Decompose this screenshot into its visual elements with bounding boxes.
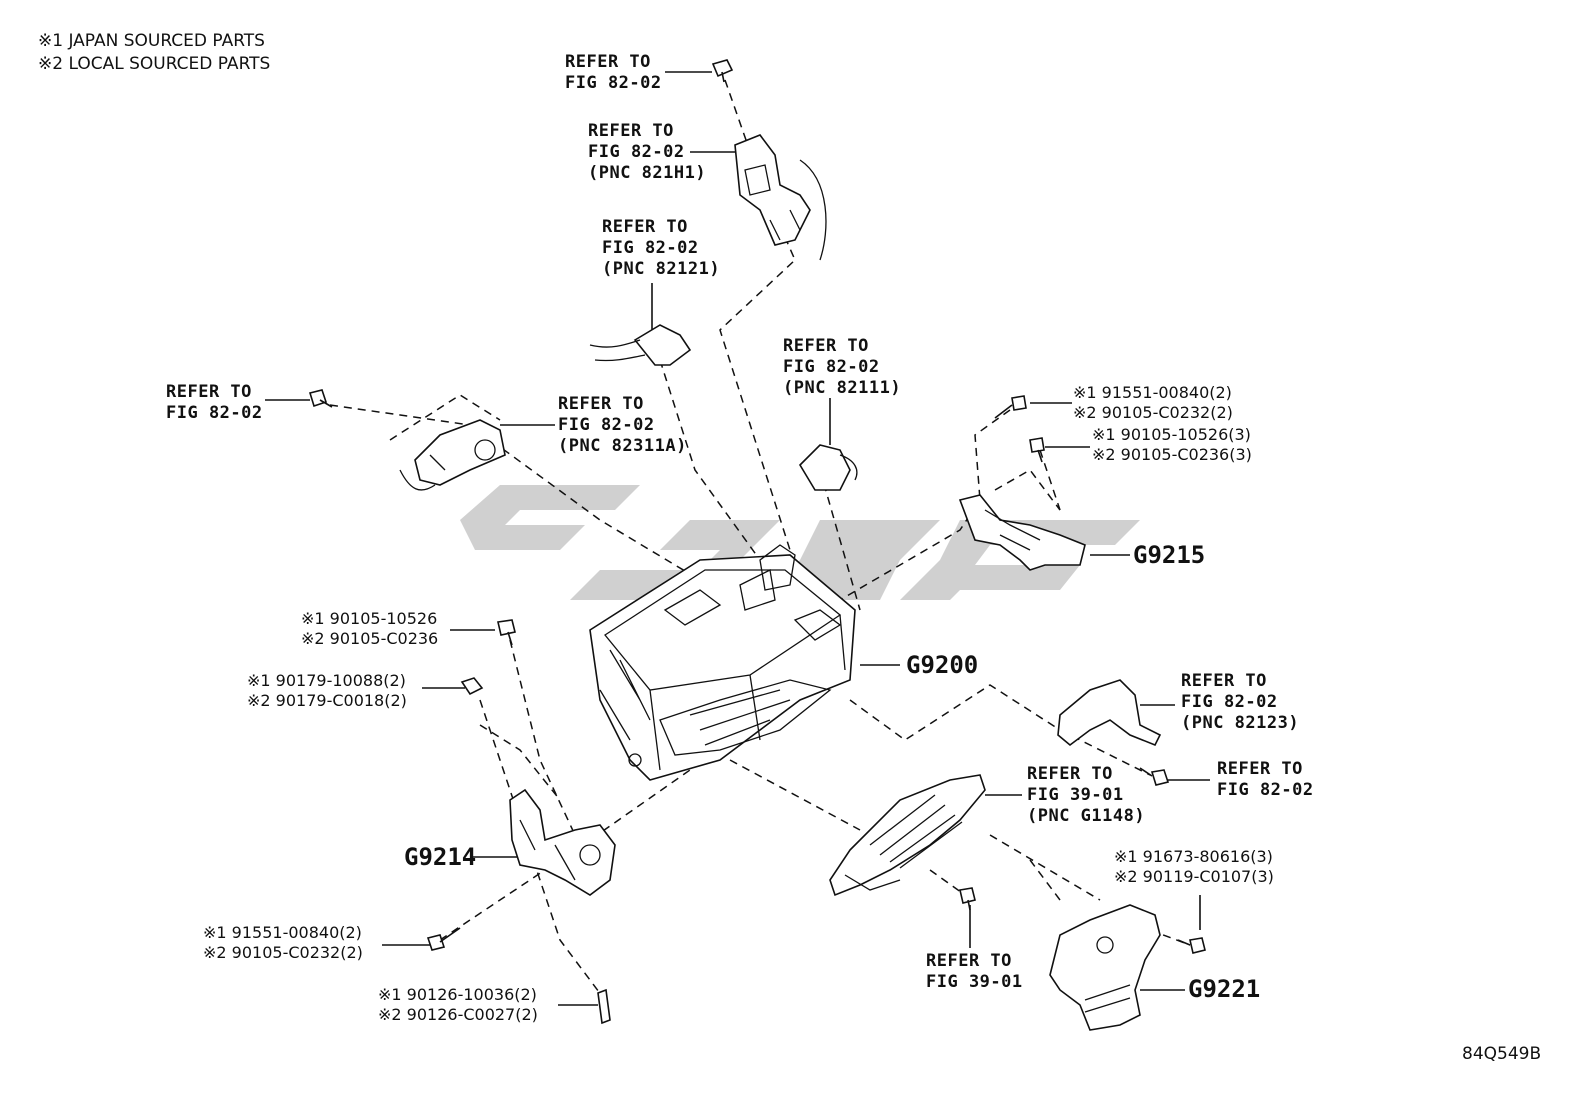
code-g9215: G9215 (1133, 541, 1205, 569)
callout-line: REFER TO (602, 217, 688, 237)
callout-top-bolt: REFER TO FIG 82-02 (565, 52, 662, 93)
partno-upper-right-b: ※1 90105-10526(3) ※2 90105-C0236(3) (1092, 425, 1252, 464)
callout-line: FIG 82-02 (166, 403, 263, 423)
partno-line: ※1 90105-10526(3) (1092, 425, 1251, 444)
callout-line: (PNC 82111) (783, 378, 901, 398)
partno-line: ※2 90105-C0232(2) (1073, 403, 1233, 422)
partno-line: ※2 90126-C0027(2) (378, 1005, 538, 1024)
callout-line: (PNC G1148) (1027, 806, 1145, 826)
figure-id: 84Q549B (1462, 1044, 1541, 1064)
callout-cover-g1148: REFER TO FIG 39-01 (PNC G1148) (1027, 764, 1145, 826)
bracket-82123 (1057, 679, 1162, 747)
callout-line: FIG 82-02 (588, 142, 685, 162)
callout-line: REFER TO (565, 52, 651, 72)
bracket-g9214 (509, 788, 616, 896)
bolt-upper-right-a (994, 395, 1027, 419)
callout-line: FIG 82-02 (1181, 692, 1278, 712)
callout-bracket-821h1: REFER TO FIG 82-02 (PNC 821H1) (588, 121, 706, 183)
bolt-right (1139, 767, 1170, 786)
partno-upper-right-a: ※1 91551-00840(2) ※2 90105-C0232(2) (1073, 383, 1233, 422)
callout-clamp-82111: REFER TO FIG 82-02 (PNC 82111) (783, 336, 901, 398)
callout-line: REFER TO (588, 121, 674, 141)
partno-line: ※1 90105-10526 (301, 609, 437, 628)
callout-right-bolt: REFER TO FIG 82-02 (1217, 759, 1314, 800)
bolt-top (711, 59, 734, 83)
callout-line: (PNC 821H1) (588, 163, 706, 183)
bolt-lower-left-a (426, 927, 461, 951)
partno-lower-left-a: ※1 91551-00840(2) ※2 90105-C0232(2) (203, 923, 363, 962)
callout-line: REFER TO (1027, 764, 1113, 784)
callout-line: FIG 39-01 (1027, 785, 1124, 805)
callout-left-bolt: REFER TO FIG 82-02 (166, 382, 263, 423)
bracket-821h1 (734, 134, 827, 261)
legend-japan-sourced: ※1 JAPAN SOURCED PARTS (38, 31, 265, 51)
partno-line: ※1 90179-10088(2) (247, 671, 406, 690)
partno-line: ※1 91673-80616(3) (1114, 847, 1273, 866)
sensor-82311a (399, 419, 506, 491)
partno-line: ※2 90105-C0232(2) (203, 943, 363, 962)
legend-local-sourced: ※2 LOCAL SOURCED PARTS (38, 54, 270, 74)
partno-lower-right: ※1 91673-80616(3) ※2 90119-C0107(3) (1114, 847, 1274, 886)
bolt-bottom (959, 887, 976, 911)
callout-line: REFER TO (558, 394, 644, 414)
partno-line: ※2 90105-C0236 (301, 629, 438, 648)
inverter-assembly-g9200 (589, 544, 856, 781)
callout-line: FIG 82-02 (1217, 780, 1314, 800)
callout-line: REFER TO (1181, 671, 1267, 691)
callout-sensor-82311a: REFER TO FIG 82-02 (PNC 82311A) (558, 394, 687, 456)
callout-line: REFER TO (783, 336, 869, 356)
nut-left-b (460, 677, 484, 696)
cover-g1148 (829, 774, 986, 897)
stud-lower-left-b (597, 988, 611, 1025)
bracket-g9215 (958, 494, 1086, 571)
bracket-g9221 (1049, 904, 1161, 1031)
partno-line: ※2 90119-C0107(3) (1114, 867, 1274, 886)
callout-line: FIG 39-01 (926, 972, 1023, 992)
bolt-lower-right (1177, 937, 1206, 954)
partno-line: ※2 90179-C0018(2) (247, 691, 407, 710)
callout-line: REFER TO (1217, 759, 1303, 779)
code-g9221: G9221 (1188, 975, 1260, 1003)
harness-82121 (589, 324, 692, 366)
partno-line: ※1 90126-10036(2) (378, 985, 537, 1004)
bolt-left (308, 389, 333, 408)
partno-left-a: ※1 90105-10526 ※2 90105-C0236 (301, 609, 438, 648)
code-g9214: G9214 (404, 843, 476, 871)
callout-bracket-82123: REFER TO FIG 82-02 (PNC 82123) (1181, 671, 1299, 733)
callout-line: FIG 82-02 (558, 415, 655, 435)
callout-line: (PNC 82311A) (558, 436, 687, 456)
bolt-left-a (497, 619, 516, 646)
callout-bottom-bolt: REFER TO FIG 39-01 (926, 951, 1023, 992)
callout-line: REFER TO (926, 951, 1012, 971)
callout-line: (PNC 82123) (1181, 713, 1299, 733)
partno-line: ※2 90105-C0236(3) (1092, 445, 1252, 464)
callout-line: FIG 82-02 (783, 357, 880, 377)
callout-leader-lines (265, 71, 1210, 1006)
callout-line: FIG 82-02 (602, 238, 699, 258)
clamp-82111 (798, 444, 858, 491)
partno-line: ※1 91551-00840(2) (1073, 383, 1232, 402)
callout-line: REFER TO (166, 382, 252, 402)
callout-line: FIG 82-02 (565, 73, 662, 93)
callout-harness-82121: REFER TO FIG 82-02 (PNC 82121) (602, 217, 720, 279)
partno-lower-left-b: ※1 90126-10036(2) ※2 90126-C0027(2) (378, 985, 538, 1024)
bolt-upper-right-b (1029, 437, 1045, 463)
partno-line: ※1 91551-00840(2) (203, 923, 362, 942)
partno-left-b: ※1 90179-10088(2) ※2 90179-C0018(2) (247, 671, 407, 710)
code-g9200: G9200 (906, 651, 978, 679)
callout-line: (PNC 82121) (602, 259, 720, 279)
